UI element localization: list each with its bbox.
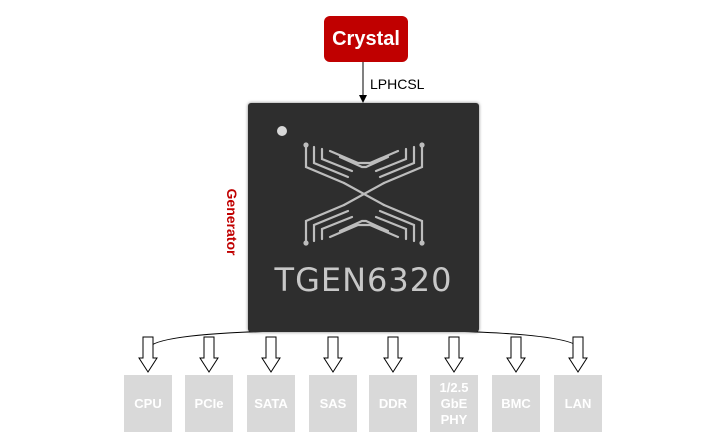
- output-label: 1/2.5 GbE PHY: [439, 379, 469, 427]
- tgen6320-chip: TGEN6320: [248, 103, 479, 332]
- output-label: DDR: [378, 395, 408, 411]
- output-block-2: PCIe: [185, 375, 233, 432]
- chip-logo-icon: [303, 142, 425, 246]
- generator-label: Generator: [224, 188, 240, 256]
- down-arrow-icon: [568, 336, 588, 373]
- output-block-8: LAN: [554, 375, 602, 432]
- output-block-5: DDR: [369, 375, 417, 432]
- output-label: LAN: [564, 395, 592, 411]
- down-arrow-icon: [261, 336, 281, 373]
- output-block-7: BMC: [492, 375, 540, 432]
- down-arrow-icon: [444, 336, 464, 373]
- crystal-label: Crystal: [332, 27, 400, 50]
- output-label: PCIe: [194, 395, 224, 411]
- output-block-6: 1/2.5 GbE PHY: [430, 375, 478, 432]
- chip-name: TGEN6320: [274, 261, 453, 299]
- output-block-3: SATA: [247, 375, 295, 432]
- down-arrow-icon: [506, 336, 526, 373]
- output-label: CPU: [134, 395, 162, 411]
- output-label: SAS: [319, 395, 347, 411]
- output-block-1: CPU: [124, 375, 172, 432]
- down-arrow-icon: [138, 336, 158, 373]
- pin1-dot: [277, 126, 287, 136]
- output-block-4: SAS: [309, 375, 357, 432]
- output-label: BMC: [501, 395, 531, 411]
- down-arrow-icon: [383, 336, 403, 373]
- down-arrow-icon: [199, 336, 219, 373]
- output-label: SATA: [254, 395, 288, 411]
- down-arrow-icon: [323, 336, 343, 373]
- crystal-block: Crystal: [324, 16, 408, 62]
- lphcsl-label: LPHCSL: [370, 76, 425, 92]
